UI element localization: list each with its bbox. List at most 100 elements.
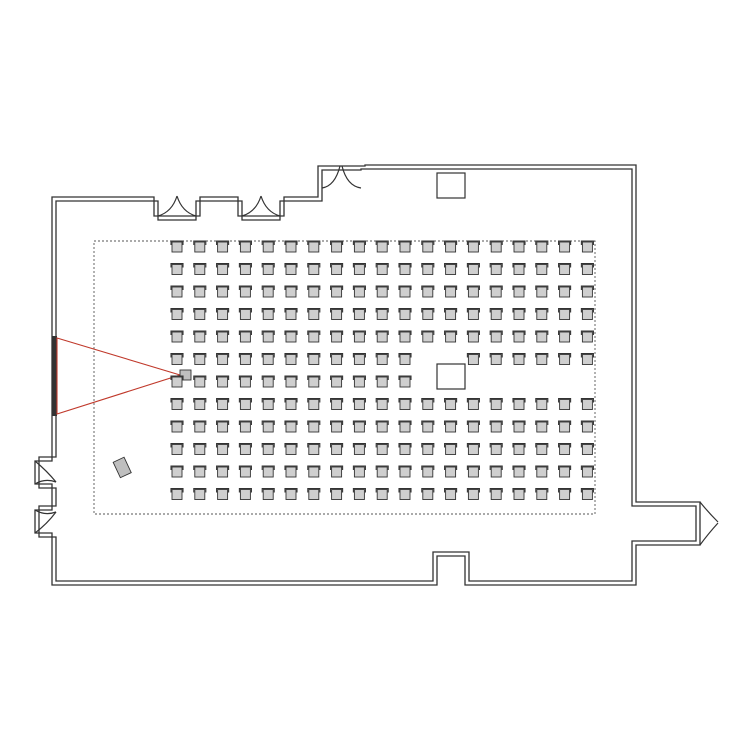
chair — [398, 487, 412, 500]
chair — [580, 262, 594, 275]
chair — [375, 240, 389, 253]
chair — [444, 285, 458, 298]
chair — [466, 442, 480, 455]
chair — [466, 262, 480, 275]
chair — [238, 420, 252, 433]
room-walls — [34, 164, 701, 586]
chair — [512, 285, 526, 298]
chair — [421, 397, 435, 410]
chair — [466, 420, 480, 433]
chair — [421, 262, 435, 275]
chair — [216, 375, 230, 388]
chair — [193, 442, 207, 455]
chair — [558, 330, 572, 343]
chair — [489, 487, 503, 500]
wall-niche-top — [436, 172, 466, 199]
chair — [421, 420, 435, 433]
chair — [512, 442, 526, 455]
chair — [535, 352, 549, 365]
chair — [398, 375, 412, 388]
chair — [307, 285, 321, 298]
chair — [512, 240, 526, 253]
chair — [238, 442, 252, 455]
chair — [535, 240, 549, 253]
chair — [558, 487, 572, 500]
chair — [352, 352, 366, 365]
chair — [193, 420, 207, 433]
chair — [216, 397, 230, 410]
chair — [580, 307, 594, 320]
chair — [193, 240, 207, 253]
chair — [421, 330, 435, 343]
chair — [307, 240, 321, 253]
chair — [421, 307, 435, 320]
chair — [398, 285, 412, 298]
chair — [466, 487, 480, 500]
chair — [398, 262, 412, 275]
door-top-2 — [241, 195, 281, 217]
chair — [352, 465, 366, 478]
chair — [216, 330, 230, 343]
chair — [444, 262, 458, 275]
chair — [375, 330, 389, 343]
chair — [238, 330, 252, 343]
chair — [307, 352, 321, 365]
chair — [238, 307, 252, 320]
chair — [216, 285, 230, 298]
chair — [375, 442, 389, 455]
chair — [216, 307, 230, 320]
chair — [261, 442, 275, 455]
chair — [261, 420, 275, 433]
chair — [535, 285, 549, 298]
chair — [489, 442, 503, 455]
chair — [170, 330, 184, 343]
chair — [193, 262, 207, 275]
chair — [398, 307, 412, 320]
projection-screen — [52, 336, 57, 416]
chair — [512, 262, 526, 275]
chair — [489, 262, 503, 275]
chair — [261, 285, 275, 298]
chair — [444, 240, 458, 253]
chair — [444, 420, 458, 433]
chair — [489, 240, 503, 253]
chair — [352, 375, 366, 388]
chair — [535, 442, 549, 455]
chair — [558, 285, 572, 298]
chair — [352, 285, 366, 298]
chair — [193, 375, 207, 388]
chair — [307, 375, 321, 388]
chair — [261, 375, 275, 388]
chair — [330, 307, 344, 320]
chair — [558, 397, 572, 410]
chair — [216, 465, 230, 478]
chair — [489, 352, 503, 365]
chair — [398, 240, 412, 253]
chair — [193, 307, 207, 320]
chair — [261, 397, 275, 410]
chair — [284, 240, 298, 253]
chair — [375, 307, 389, 320]
chair — [352, 240, 366, 253]
chair — [352, 442, 366, 455]
projector — [179, 369, 192, 381]
chair — [284, 465, 298, 478]
chair — [489, 307, 503, 320]
chair — [352, 330, 366, 343]
chair — [216, 442, 230, 455]
chair — [170, 487, 184, 500]
chair — [352, 307, 366, 320]
chair — [330, 375, 344, 388]
chair — [375, 285, 389, 298]
chair — [535, 487, 549, 500]
chair — [466, 240, 480, 253]
chair — [238, 465, 252, 478]
chair — [261, 487, 275, 500]
chair — [238, 240, 252, 253]
chair — [193, 330, 207, 343]
chair — [307, 420, 321, 433]
door-top-3 — [321, 165, 362, 189]
chair-grid — [170, 240, 594, 500]
chair — [238, 352, 252, 365]
chair — [558, 352, 572, 365]
